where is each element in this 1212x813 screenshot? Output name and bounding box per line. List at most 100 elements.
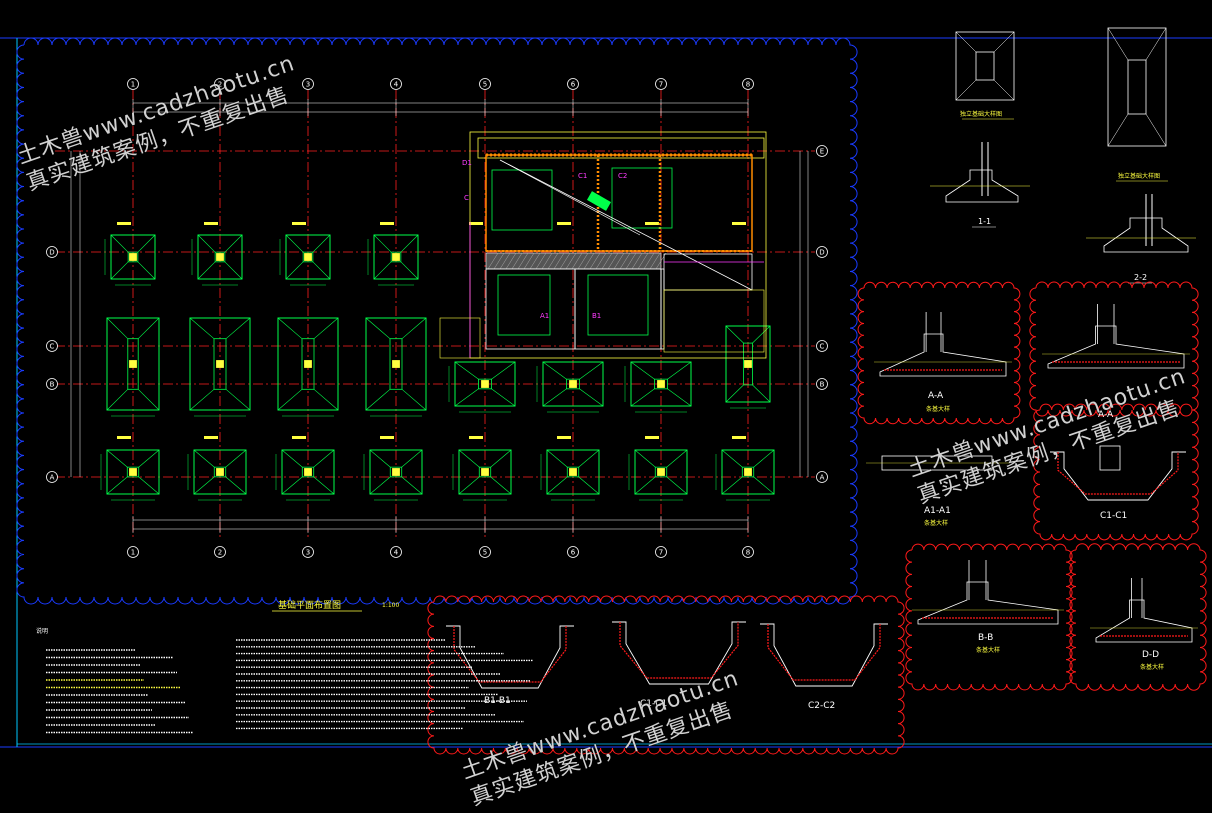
column-mark xyxy=(129,253,137,261)
footing-outline xyxy=(721,449,775,495)
drawing-line xyxy=(993,79,1015,101)
section-mark: D1 xyxy=(462,159,472,167)
section-mark: B1 xyxy=(592,312,601,320)
hatch-line xyxy=(649,252,661,270)
hatch-line xyxy=(613,252,625,270)
drawing-line xyxy=(189,317,215,339)
drawing-line xyxy=(110,234,129,253)
drawing-line xyxy=(753,449,775,468)
footing-outline xyxy=(373,234,419,280)
footing-pedestal xyxy=(127,338,139,390)
annotation-mark xyxy=(469,436,483,439)
footing-pedestal xyxy=(301,466,315,478)
column-mark xyxy=(304,360,312,368)
general-notes xyxy=(46,639,533,734)
section-label: A-A xyxy=(928,391,944,401)
hatch-line xyxy=(547,252,559,270)
axis-bubble-label: 3 xyxy=(306,81,310,89)
column-mark xyxy=(304,253,312,261)
drawing-line xyxy=(106,476,128,495)
drawing-line xyxy=(546,476,568,495)
pit-step xyxy=(439,317,481,359)
drawing-line xyxy=(458,449,480,468)
annotation-mark xyxy=(292,222,306,225)
footing-pedestal xyxy=(302,251,314,263)
drawing-line xyxy=(281,449,303,468)
drawing-line xyxy=(1145,113,1167,147)
axis-bubble xyxy=(390,78,402,90)
hatch-line xyxy=(601,252,613,270)
footing-pedestal xyxy=(741,466,755,478)
hatch-line xyxy=(583,252,595,270)
section-mark: C1 xyxy=(578,172,587,180)
drawing-line xyxy=(365,317,391,339)
footing-pedestal xyxy=(389,338,403,390)
hatch-line xyxy=(505,252,517,270)
axis-bubble-label: 4 xyxy=(394,549,399,557)
footing-pedestal xyxy=(478,466,492,478)
axis-bubble-label: 7 xyxy=(659,81,663,89)
annotation-mark xyxy=(732,222,746,225)
drawing-line xyxy=(578,449,600,468)
drawing-line xyxy=(401,389,427,411)
drawing-line xyxy=(277,317,303,339)
drawing-line xyxy=(137,389,160,411)
drawing-line xyxy=(277,389,303,411)
column-mark xyxy=(216,468,224,476)
drawing-line xyxy=(365,389,391,411)
section-cloud-c1c1 xyxy=(1033,403,1199,541)
axis-bubble xyxy=(816,340,828,352)
footing-outline xyxy=(458,449,512,495)
axis-bubble xyxy=(46,340,58,352)
axis-bubble xyxy=(479,546,491,558)
axis-bubble xyxy=(46,378,58,390)
column-mark xyxy=(392,360,400,368)
rect-footing-label: 独立基础大样图 xyxy=(1118,172,1160,180)
column-mark xyxy=(129,360,137,368)
section-cloud-aa xyxy=(857,281,1021,425)
column-mark xyxy=(392,253,400,261)
drawing-line xyxy=(454,388,479,407)
square-footing-label: 独立基础大样图 xyxy=(960,110,1002,118)
hatch-line xyxy=(577,252,589,270)
drawing-line xyxy=(285,261,304,280)
footing-pedestal xyxy=(127,251,139,263)
drawing-line xyxy=(313,449,335,468)
drawing-line xyxy=(400,261,419,280)
drawing-line xyxy=(137,261,156,280)
footing-pedestal xyxy=(301,338,315,390)
drawing-line xyxy=(721,449,743,468)
section-label: A-A xyxy=(1098,410,1114,420)
pit-section-profile xyxy=(1050,451,1186,501)
axis-bubble-label: C xyxy=(820,343,825,351)
column-mark xyxy=(569,468,577,476)
section-label: C1-C1 xyxy=(640,699,667,709)
section-sub: 条基大样 xyxy=(1140,663,1164,671)
drawing-line xyxy=(225,317,251,339)
section-label: D-D xyxy=(1142,650,1159,660)
column-mark xyxy=(481,380,489,388)
drawing-line xyxy=(193,476,215,495)
drawing-line xyxy=(313,476,335,495)
plan-scale: 1:100 xyxy=(382,602,399,609)
strip-footing-profile xyxy=(1047,325,1185,369)
section-cloud-dd xyxy=(1069,543,1207,691)
axis-bubble xyxy=(214,78,226,90)
footing-outline xyxy=(110,234,156,280)
column-mark xyxy=(569,380,577,388)
axis-bubble xyxy=(479,78,491,90)
drawing-line xyxy=(313,317,339,339)
pit-column xyxy=(1099,445,1121,471)
drawing-line xyxy=(312,261,331,280)
hatch-line xyxy=(541,252,553,270)
annotation-mark xyxy=(469,222,483,225)
footing-pedestal xyxy=(477,378,492,390)
axis-bubble xyxy=(567,546,579,558)
pit-section-profile xyxy=(612,621,746,685)
drawing-line xyxy=(137,234,156,253)
hatch-line xyxy=(523,252,535,270)
section-rebar xyxy=(619,622,739,679)
footing-outline xyxy=(454,361,516,407)
